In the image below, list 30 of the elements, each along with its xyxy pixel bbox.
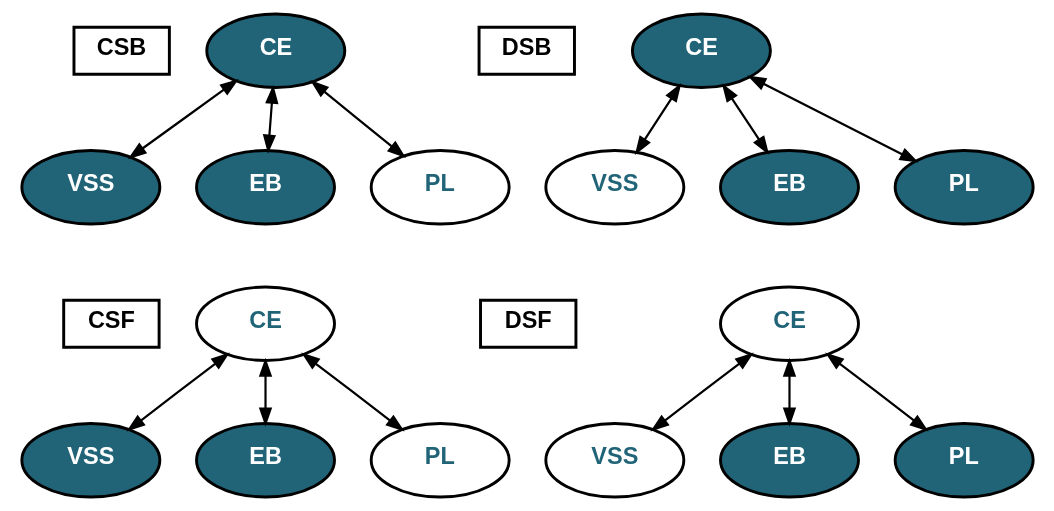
arrow	[746, 75, 919, 163]
node-ellipse: PL	[893, 422, 1035, 499]
arrow	[824, 352, 929, 432]
node-ellipse: EB	[194, 422, 336, 499]
arrow	[258, 357, 272, 427]
arrow	[721, 83, 769, 155]
arrow	[300, 352, 405, 432]
node-ellipse: EB	[194, 149, 336, 226]
arrow	[782, 357, 796, 427]
node-box: CSB	[72, 25, 171, 76]
arrow	[649, 352, 754, 432]
node-ellipse: VSS	[543, 422, 685, 499]
node-ellipse: CE	[204, 12, 346, 89]
node-ellipse: VSS	[19, 149, 161, 226]
node-ellipse: CE	[194, 285, 336, 362]
node-ellipse: CE	[718, 285, 860, 362]
arrow	[127, 78, 239, 160]
node-ellipse: PL	[369, 422, 511, 499]
node-box: DSB	[477, 25, 576, 76]
node-ellipse: VSS	[19, 422, 161, 499]
node-ellipse: VSS	[543, 149, 685, 226]
arrow	[125, 352, 230, 432]
arrow	[262, 84, 278, 154]
node-ellipse: PL	[369, 149, 511, 226]
arrow	[309, 80, 406, 158]
node-ellipse: EB	[718, 422, 860, 499]
node-ellipse: EB	[718, 149, 860, 226]
node-box: DSF	[478, 298, 577, 349]
node-box: CSF	[61, 298, 161, 349]
arrow	[634, 83, 681, 155]
